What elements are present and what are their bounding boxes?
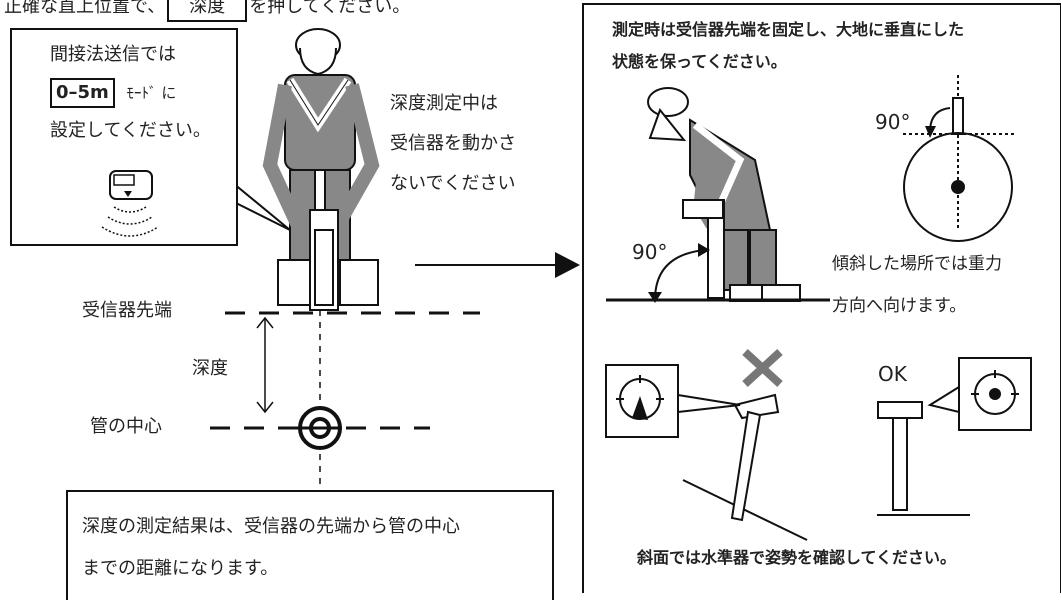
worker-figure-left <box>262 28 380 311</box>
result-note-box: 深度の測定結果は、受信器の先端から管の中心 までの距離になります。 <box>66 490 554 600</box>
callout-line3: 設定してください。 <box>50 120 211 141</box>
right-panel-title-line1: 測定時は受信器先端を固定し、大地に垂直にした <box>612 20 965 39</box>
receiver-tip-label: 受信器先端 <box>82 300 172 321</box>
slope-note: 斜面では水準器で姿勢を確認してください。 <box>637 548 957 567</box>
ok-label: OK <box>878 362 907 386</box>
right-panel-border <box>582 3 1061 593</box>
callout-line2: 0–5m ﾓｰﾄﾞ に <box>50 78 176 108</box>
level-gauge-icon-ok <box>927 357 1032 431</box>
hold-note-line2: 受信器を動かさ <box>390 133 516 154</box>
depth-button-label: 深度 <box>167 0 248 22</box>
worker-figure-right <box>647 87 801 302</box>
tilt-note-line1: 傾斜した場所では重力 <box>832 254 1002 274</box>
tilted-receiver <box>730 393 780 522</box>
angle-arrow-head-2 <box>698 243 710 257</box>
slope-line <box>682 479 808 541</box>
hold-note: 深度測定中は 受信器を動かさ ないでください <box>390 84 516 204</box>
arrow-right-icon <box>555 252 580 278</box>
angle-arc-icon <box>654 249 706 301</box>
top-instruction-before: 正確な直上位置で、 <box>4 0 166 17</box>
hold-note-line3: ないでください <box>390 173 516 194</box>
depth-label: 深度 <box>192 358 228 379</box>
angle-label-top: 90° <box>875 110 911 134</box>
result-note-line1: 深度の測定結果は、受信器の先端から管の中心 <box>82 516 460 537</box>
level-gauge-icon-bad <box>605 364 741 438</box>
callout-line1: 間接法送信では <box>50 44 176 65</box>
depth-arrow <box>256 316 274 414</box>
top-instruction: 正確な直上位置で、深度を押してください。 <box>4 0 410 22</box>
angle-label-side: 90° <box>632 240 668 264</box>
indirect-transmit-callout: 間接法送信では 0–5m ﾓｰﾄﾞ に 設定してください。 <box>10 28 238 246</box>
top-instruction-after: を押してください。 <box>249 0 411 17</box>
mode-suffix: ﾓｰﾄﾞ に <box>126 84 177 102</box>
upright-receiver <box>877 401 923 511</box>
right-panel-title-line2: 状態を保ってください。 <box>612 52 787 71</box>
mode-0-5m-button: 0–5m <box>50 78 115 108</box>
result-note-line2: までの距離になります。 <box>82 558 279 579</box>
transmitter-icon <box>101 170 159 237</box>
x-mark-icon <box>742 349 783 387</box>
angle-arrow-head <box>648 292 662 303</box>
pipe-target-icon <box>298 406 342 450</box>
hold-note-line1: 深度測定中は <box>390 93 498 114</box>
pipe-center-label: 管の中心 <box>90 416 162 437</box>
tilt-note-line2: 方向へ向けます。 <box>832 296 967 316</box>
gravity-circle-diagram <box>903 75 1015 242</box>
